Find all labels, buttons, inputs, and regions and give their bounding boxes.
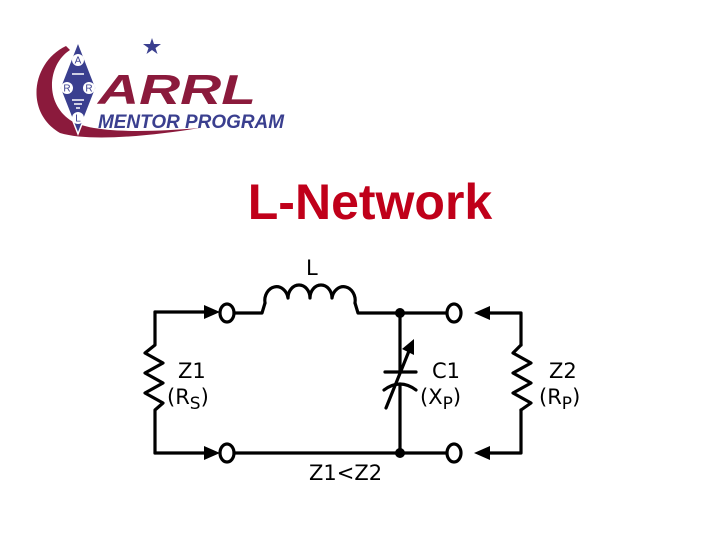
capacitor-value-label: (XP) bbox=[420, 385, 461, 414]
series-wire-right bbox=[353, 301, 448, 315]
emblem-letter: R bbox=[63, 84, 70, 95]
logo-swoosh bbox=[36, 46, 200, 138]
load-bottom-wire bbox=[486, 408, 523, 455]
emblem-diamond bbox=[59, 39, 97, 137]
output-terminal-bottom bbox=[445, 442, 463, 464]
input-terminal-top bbox=[218, 302, 236, 324]
inductor-l bbox=[263, 283, 357, 305]
arrl-mentor-logo: A R R L ARRL MENTOR PROGRAM bbox=[36, 38, 285, 138]
emblem-letter: A bbox=[75, 56, 82, 67]
load-top-wire bbox=[486, 311, 523, 347]
logo-wordmark: ARRL bbox=[97, 66, 256, 113]
load-value-label: (RP) bbox=[539, 385, 580, 414]
source-value-label: (RS) bbox=[167, 385, 209, 414]
inductor-label: L bbox=[306, 256, 318, 280]
arrow-icon bbox=[474, 446, 490, 460]
slide-title: L-Network bbox=[247, 174, 493, 230]
capacitor-name-label: C1 bbox=[432, 359, 460, 383]
load-resistor-z2 bbox=[511, 343, 533, 412]
star-icon bbox=[143, 38, 161, 54]
logo-tagline: MENTOR PROGRAM bbox=[98, 112, 285, 133]
arrow-icon bbox=[204, 305, 220, 319]
impedance-condition-label: Z1<Z2 bbox=[309, 461, 382, 485]
series-wire-left bbox=[232, 301, 267, 315]
emblem-letter: L bbox=[75, 114, 81, 125]
variable-arrow-icon bbox=[402, 339, 414, 355]
source-name-label: Z1 bbox=[178, 359, 206, 383]
arrow-icon bbox=[204, 446, 220, 460]
load-name-label: Z2 bbox=[549, 359, 577, 383]
arrow-icon bbox=[474, 306, 490, 320]
emblem-letter: R bbox=[85, 84, 92, 95]
variable-arrow-shaft bbox=[384, 344, 413, 410]
source-resistor-z1 bbox=[143, 310, 165, 455]
output-terminal-top bbox=[445, 302, 463, 324]
input-terminal-bottom bbox=[218, 442, 236, 464]
